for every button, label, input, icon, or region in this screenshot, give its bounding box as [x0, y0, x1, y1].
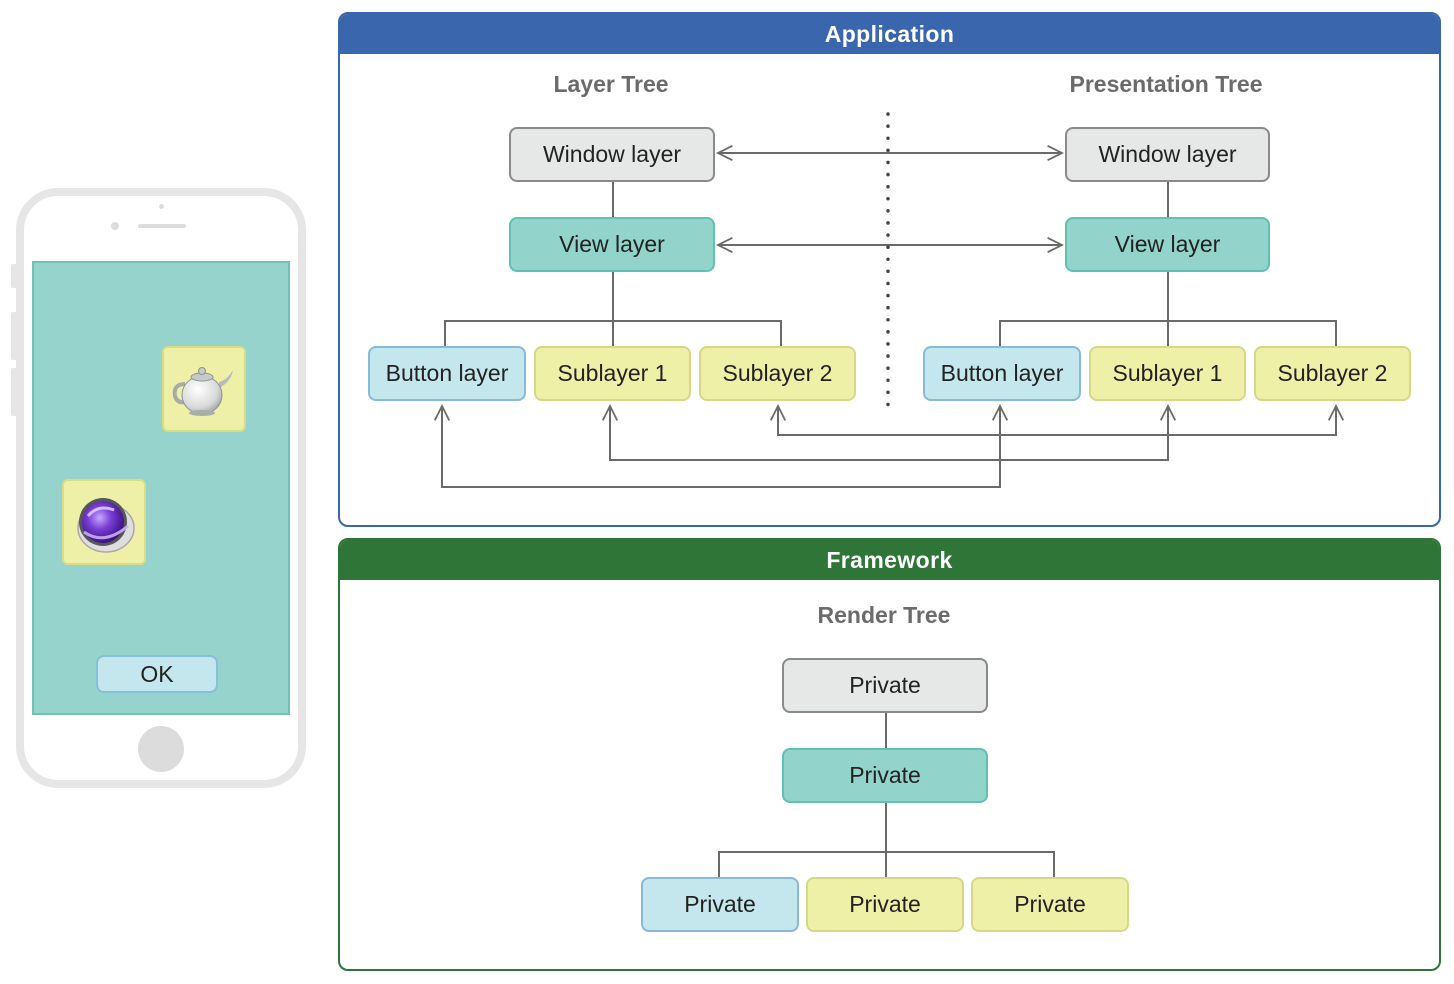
- phone-speaker: [138, 224, 186, 228]
- phone-home-button[interactable]: [138, 726, 184, 772]
- framework-header: Framework: [340, 540, 1439, 580]
- render-tree-sublayer-2-private: Private: [971, 877, 1129, 932]
- ok-button[interactable]: OK: [96, 655, 218, 693]
- layer-tree-sublayer-1: Sublayer 1: [534, 346, 691, 401]
- phone-volume-up: [11, 312, 17, 360]
- layer-tree-window-layer: Window layer: [509, 127, 715, 182]
- button-layer-link: [442, 406, 1000, 488]
- render-tree-sublayer-1-private: Private: [806, 877, 964, 932]
- layer-tree-children-bracket: [444, 320, 782, 346]
- layer-tree-view-layer: View layer: [509, 217, 715, 272]
- sublayer-1-link: [610, 406, 1168, 461]
- presentation-tree-title: Presentation Tree: [1069, 71, 1263, 97]
- render-tree-children-bracket: [718, 851, 1055, 877]
- phone-camera: [111, 222, 119, 230]
- teapot-icon-graphic: [172, 367, 233, 416]
- phone-volume-down: [11, 368, 17, 416]
- phone-sensor: [159, 204, 164, 209]
- presentation-tree-sublayer-1: Sublayer 1: [1089, 346, 1246, 401]
- purple-orb-icon[interactable]: [62, 479, 146, 565]
- teapot-icon[interactable]: [162, 346, 246, 432]
- application-header: Application: [340, 14, 1439, 54]
- render-tree-button-private: Private: [641, 877, 799, 932]
- presentation-tree-children-bracket: [999, 320, 1337, 346]
- layer-tree-button-layer: Button layer: [368, 346, 526, 401]
- render-tree-title: Render Tree: [817, 602, 951, 628]
- presentation-tree-button-layer: Button layer: [923, 346, 1081, 401]
- layer-tree-title: Layer Tree: [553, 71, 669, 97]
- presentation-tree-view-layer: View layer: [1065, 217, 1270, 272]
- sublayer-2-link: [778, 406, 1336, 436]
- purple-orb-icon-graphic: [77, 498, 135, 553]
- presentation-tree-window-layer: Window layer: [1065, 127, 1270, 182]
- phone-mute-switch: [11, 264, 17, 288]
- render-tree-view-private: Private: [782, 748, 988, 803]
- render-tree-window-private: Private: [782, 658, 988, 713]
- layer-tree-sublayer-2: Sublayer 2: [699, 346, 856, 401]
- presentation-tree-sublayer-2: Sublayer 2: [1254, 346, 1411, 401]
